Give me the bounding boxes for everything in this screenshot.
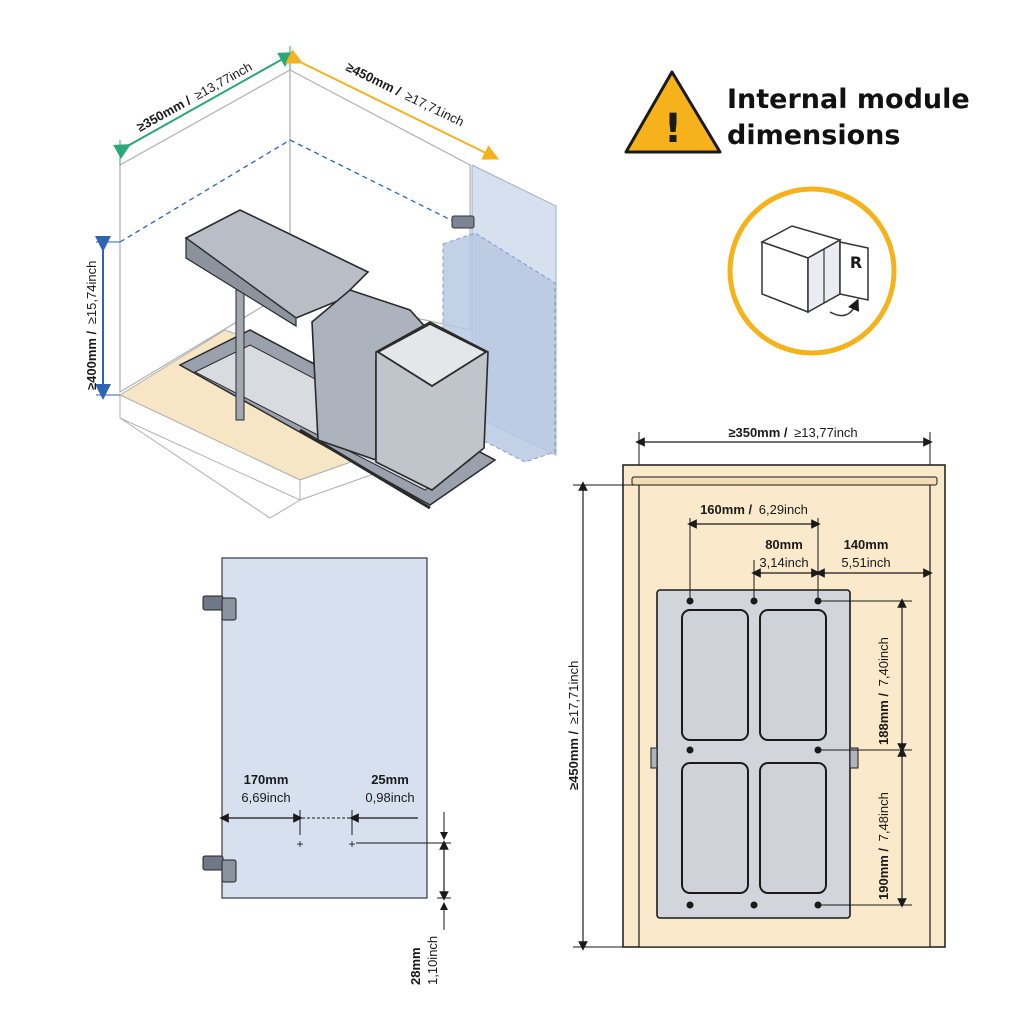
bin-slot-top-left: [681, 609, 749, 741]
inner-width-imperial: 3,14inch: [759, 555, 808, 570]
bin-slot-bottom-right: [759, 762, 827, 894]
lower-depth-label: 190mm / 7,48inch: [876, 792, 891, 900]
door-bottom-label: 28mm: [408, 947, 423, 985]
cabinet-rear-outline: [119, 417, 301, 519]
top-cabinet-back-rail: [631, 476, 938, 486]
warning-triangle-icon: !: [624, 70, 722, 154]
holes-width-label: 160mm / 6,29inch: [700, 502, 808, 517]
slide-rail: [299, 428, 431, 510]
door-left-bold: 170mm: [244, 772, 289, 787]
side-width-imperial: 5,51inch: [841, 555, 890, 570]
iso-hinge: [451, 215, 475, 229]
inner-width-bold: 80mm: [765, 537, 803, 552]
door-panel: [221, 557, 428, 899]
door-bottom-imperial: 1,10inch: [425, 936, 440, 985]
door-hinge-bottom-icon: [202, 855, 237, 883]
isometric-cabinet: ≥350mm / ≥13,77inch ≥450mm / ≥17,71inch …: [84, 46, 557, 519]
warning-mark: !: [664, 106, 682, 152]
bin-slot-top-right: [759, 609, 827, 741]
title-line-1: Internal module: [727, 84, 970, 115]
door-hinge-top-icon: [202, 595, 237, 621]
bin-slot-bottom-left: [681, 762, 749, 894]
title-line-2: dimensions: [727, 120, 901, 151]
door-badge-letter: R: [850, 253, 862, 272]
module-side-rail-right: [849, 747, 859, 769]
front-door-view: 170mm 6,69inch 25mm 0,98inch + + 28mm 1,…: [202, 557, 451, 985]
module-side-rail-left: [650, 747, 658, 769]
upper-depth-label: 188mm / 7,40inch: [876, 637, 891, 745]
door-hole-mark-2: +: [348, 837, 355, 851]
bin-lid-edge: [185, 236, 297, 328]
side-width-bold: 140mm: [844, 537, 889, 552]
door-left-imperial: 6,69inch: [241, 790, 290, 805]
mounting-holes: [686, 597, 822, 909]
page-title: Internal module dimensions: [727, 82, 970, 154]
top-view: ≥350mm / ≥13,77inch ≥450mm / ≥17,71inch …: [566, 425, 946, 951]
door-right-bold: 25mm: [371, 772, 409, 787]
dim-width-line: [113, 52, 295, 159]
top-depth-label: ≥450mm / ≥17,71inch: [566, 661, 581, 790]
cabinet-right-hinge-icon: R: [727, 186, 897, 356]
dim-depth-line: [285, 49, 500, 160]
door-hole-mark-1: +: [296, 837, 303, 851]
bin-small-rim: [376, 322, 488, 388]
iso-height-label: ≥400mm / ≥15,74inch: [84, 261, 99, 390]
door-right-imperial: 0,98inch: [365, 790, 414, 805]
frame-post: [235, 289, 245, 421]
top-width-label: ≥350mm / ≥13,77inch: [728, 425, 857, 440]
